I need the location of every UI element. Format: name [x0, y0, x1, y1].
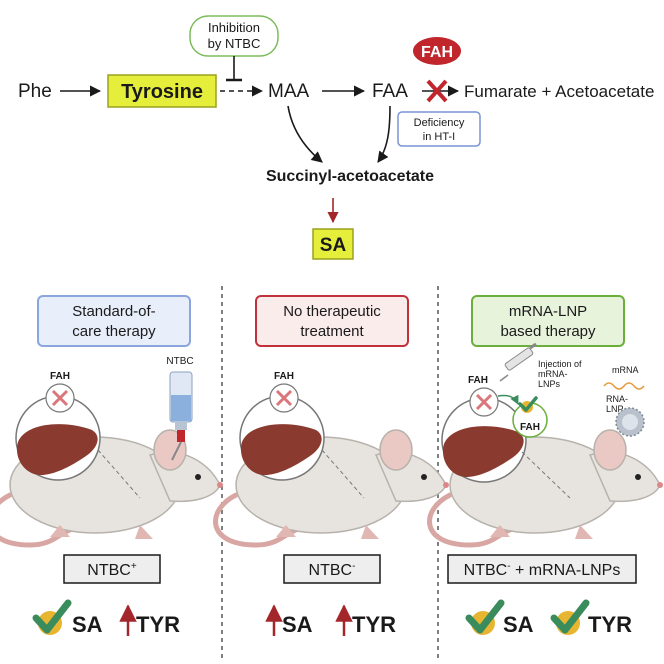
phe-label: Phe	[18, 81, 52, 102]
panel-1-title-line-2: care therapy	[72, 323, 156, 340]
inhibition-line-1: Inhibition	[208, 20, 260, 35]
panel-1-title-line-1: Standard-of-	[72, 303, 155, 320]
fah-badge	[413, 37, 461, 65]
panel-2-zoom-line	[321, 449, 365, 499]
panel-3-outcome-sa: SA	[503, 612, 534, 637]
products-label: Fumarate + Acetoacetate	[464, 82, 654, 101]
deficiency-box	[397, 111, 481, 147]
panel-3-restore-arrow	[497, 394, 519, 405]
panel-standard-of-care: Standard-of- care therapy FAH NTBC NTBC+…	[0, 295, 223, 637]
panel-3-outcome-tyr: TYR	[588, 612, 632, 637]
panel-3-mrna-label: mRNA	[612, 365, 639, 375]
panel-3-tyr-check-icon	[550, 599, 590, 635]
deficiency-line-1: Deficiency	[414, 117, 465, 129]
panel-3-title-box	[471, 295, 625, 347]
panel-3-fah-label: FAH	[468, 375, 488, 386]
panel-no-treatment: No therapeutic treatment FAH NTBC- SA TY…	[216, 295, 449, 637]
panel-3-sa-check-icon	[465, 599, 505, 635]
panel-3-injection-line-2: mRNA-	[538, 369, 568, 379]
panel-1-title-box	[37, 295, 191, 347]
panel-3-injection-line-1: Injection of	[538, 359, 582, 369]
panel-1-sa-check-icon	[32, 599, 72, 635]
panel-1-fah-x-icon	[51, 389, 69, 407]
tyrosine-box	[107, 74, 217, 108]
panel-2-fah-x-icon	[275, 389, 293, 407]
panel-1-bottle-label: NTBC	[166, 356, 193, 367]
metabolic-pathway: Phe Tyrosine Inhibition by NTBC MAA FAA …	[18, 15, 654, 260]
panel-3-fah-restored-check-icon	[518, 396, 538, 413]
panel-2-condition: NTBC-	[309, 561, 356, 579]
panel-1-condition: NTBC+	[87, 561, 137, 579]
panel-3-injection-line-3: LNPs	[538, 379, 561, 389]
panel-1-fah-label: FAH	[50, 371, 70, 382]
panel-1-outcome-sa: SA	[72, 612, 103, 637]
panel-3-title-line-2: based therapy	[500, 323, 596, 340]
panel-1-condition-box	[63, 554, 161, 584]
panel-mrna-lnp: mRNA-LNP based therapy FAH FAH Injection…	[430, 295, 663, 637]
panel-2-title-line-2: treatment	[300, 323, 364, 340]
syringe-icon	[499, 342, 537, 382]
panel-1-outcome-tyr: TYR	[136, 612, 180, 637]
sa-label: SA	[320, 235, 347, 256]
tyrosine-label: Tyrosine	[121, 81, 203, 103]
fah-badge-label: FAH	[421, 44, 453, 61]
deficiency-line-2: in HT-I	[423, 131, 455, 143]
panel-3-lnp-line-2: LNP	[606, 404, 624, 414]
panel-3-condition: NTBC- + mRNA-LNPs	[464, 561, 621, 579]
blocked-x-icon	[426, 79, 448, 103]
lnp-particle-icon	[615, 407, 645, 437]
panel-2-fah-label: FAH	[274, 371, 294, 382]
succinyl-label: Succinyl-acetoacetate	[266, 168, 434, 185]
panel-2-title-line-1: No therapeutic	[283, 303, 381, 320]
panel-1-zoom-line	[97, 449, 141, 499]
sa-box	[312, 228, 354, 260]
panel-3-fah-restored-label: FAH	[520, 422, 540, 433]
panel-3-lnp-line-1: RNA-	[606, 394, 628, 404]
mrna-strand-icon	[603, 382, 645, 390]
faa-to-succinyl-arrow	[377, 105, 391, 163]
panel-3-fah-x-icon	[475, 393, 493, 411]
panel-2-outcome-sa: SA	[282, 612, 313, 637]
panel-3-title-line-1: mRNA-LNP	[509, 303, 587, 320]
panel-3-condition-box	[447, 554, 637, 584]
panel-2-condition-box	[283, 554, 381, 584]
ntbc-bottle-icon	[169, 371, 193, 461]
maa-to-succinyl-arrow	[287, 105, 323, 163]
inhibition-line-2: by NTBC	[208, 36, 261, 51]
panel-2-title-box	[255, 295, 409, 347]
panel-2-outcome-tyr: TYR	[352, 612, 396, 637]
faa-label: FAA	[372, 81, 408, 102]
maa-label: MAA	[268, 81, 310, 102]
